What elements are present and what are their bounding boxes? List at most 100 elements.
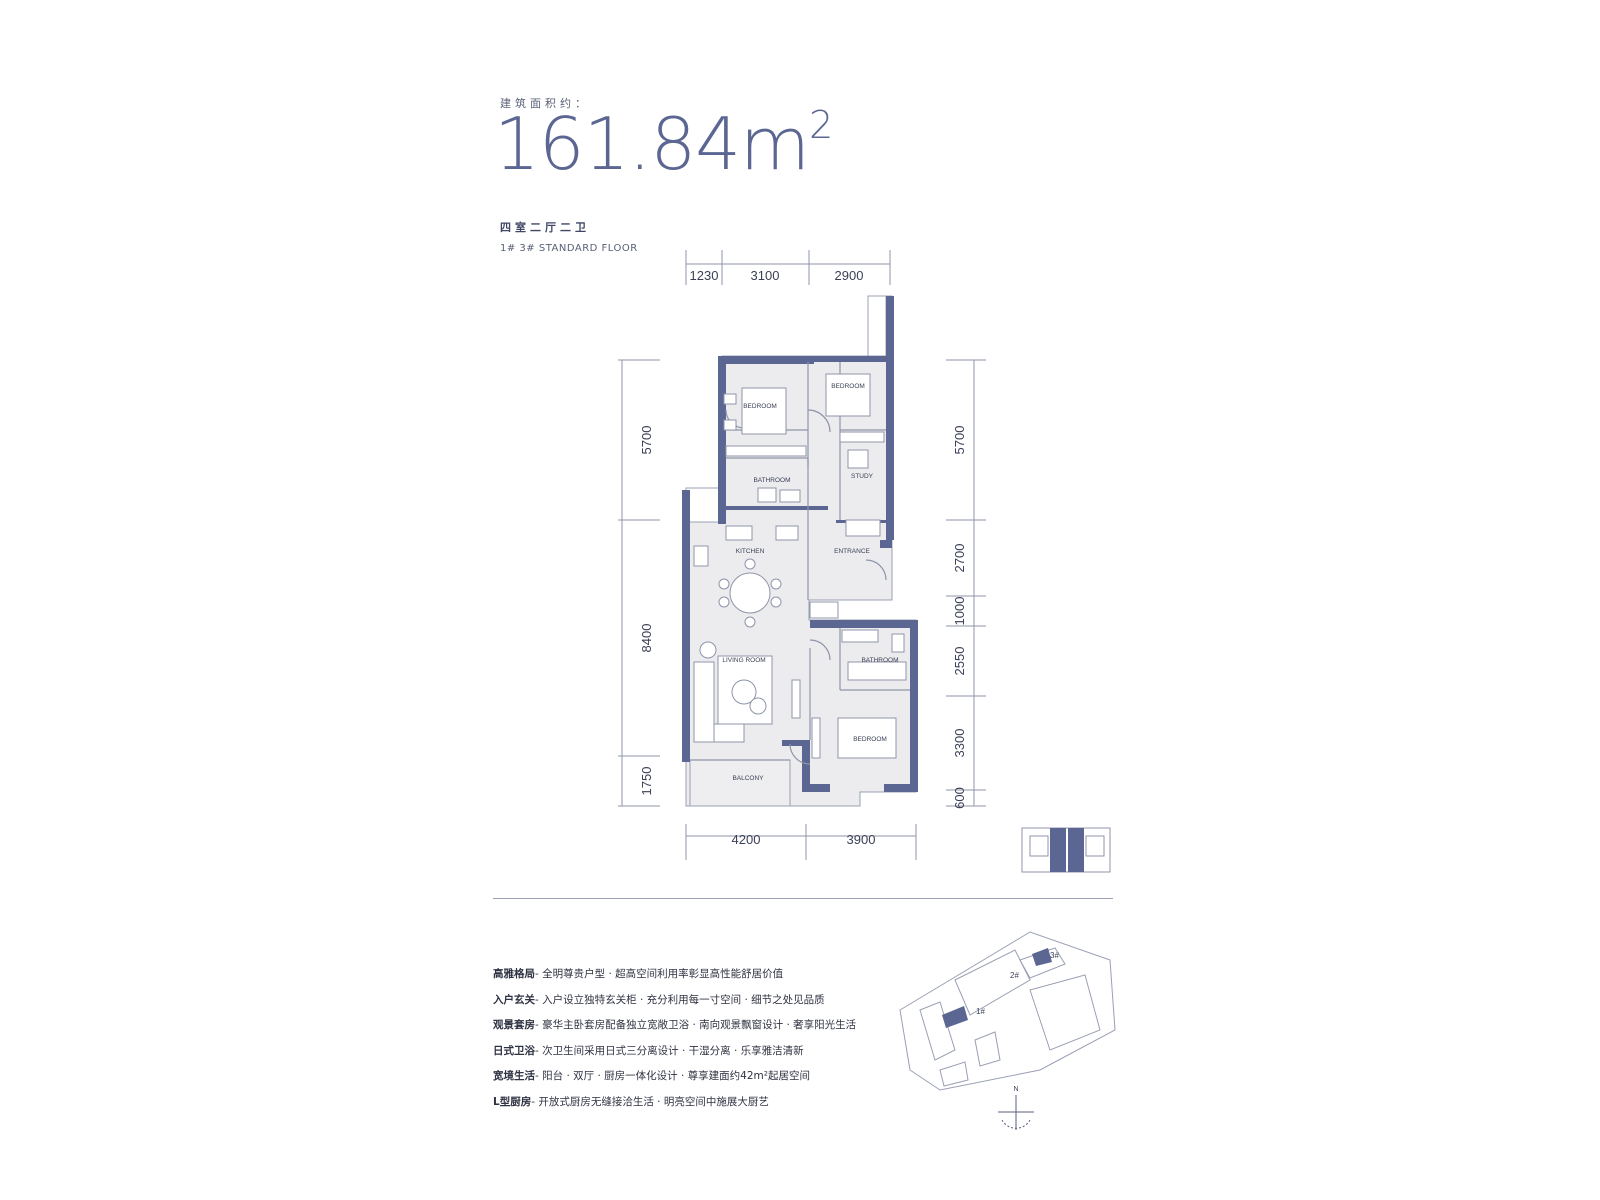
feature-name: L型厨房 — [493, 1095, 532, 1108]
feature-row: 观景套房- 豪华主卧套房配备独立宽敞卫浴 · 南向观景飘窗设计 · 奢享阳光生活 — [493, 1017, 913, 1043]
feature-text: - 全明尊贵户型 · 超高空间利用率彰显高性能舒居价值 — [535, 968, 784, 980]
layout-title: 四室二厅二卫 — [500, 221, 590, 234]
dim-top-1: 1230 — [690, 268, 719, 283]
toilet — [891, 633, 905, 653]
feature-text: - 阳台 · 双厅 · 厨房一体化设计 · 尊享建面约42m²起居空间 — [535, 1070, 810, 1082]
chair — [744, 616, 756, 628]
nightstand-1 — [723, 393, 737, 405]
wardrobe-nw — [725, 445, 807, 457]
key-plan — [1021, 827, 1111, 873]
chair — [744, 558, 756, 570]
dim-right-5: 3300 — [952, 729, 967, 758]
feature-row: 日式卫浴- 次卫生间采用日式三分离设计 · 干湿分离 · 乐享雅洁清新 — [493, 1043, 913, 1069]
bathtub — [847, 661, 907, 681]
compass-icon — [998, 1095, 1034, 1130]
feature-row: 入户玄关- 入户设立独特玄关柜 · 充分利用每一寸空间 · 细节之处见品质 — [493, 992, 913, 1018]
dim-left-3: 1750 — [639, 767, 654, 796]
dimension-labels: 1230 3100 2900 4200 3900 5700 8400 1750 … — [639, 268, 967, 847]
building-label-1: 1# — [976, 1007, 985, 1016]
dim-right-2: 2700 — [952, 544, 967, 573]
dimension-lines — [618, 250, 986, 860]
coffee-table — [731, 679, 757, 705]
feature-text: - 入户设立独特玄关柜 · 充分利用每一寸空间 · 细节之处见品质 — [535, 993, 825, 1006]
building-3 — [1032, 948, 1052, 966]
nightstand-2 — [723, 419, 737, 431]
feature-row: 高雅格局- 全明尊贵户型 · 超高空间利用率彰显高性能舒居价值 — [493, 966, 913, 992]
feature-text: - 开放式厨房无缝接洽生活 · 明亮空间中施展大厨艺 — [531, 1095, 769, 1108]
floor-title: 1# 3# STANDARD FLOOR — [500, 243, 638, 254]
feature-row: 宽境生活- 阳台 · 双厅 · 厨房一体化设计 · 尊享建面约42m²起居空间 — [493, 1068, 913, 1094]
study-desk — [847, 449, 869, 469]
toilet-n — [757, 487, 777, 503]
feature-name: 观景套房 — [493, 1019, 535, 1031]
room-bedroom-ne: BEDROOM — [831, 383, 865, 390]
dim-top-3: 2900 — [835, 268, 864, 283]
bed-s — [837, 717, 897, 759]
site-plan: 1# 2# 3# N — [899, 931, 1116, 1130]
sofa — [693, 661, 715, 743]
feature-list: 高雅格局- 全明尊贵户型 · 超高空间利用率彰显高性能舒居价值 入户玄关- 入户… — [493, 966, 913, 1119]
wardrobe-s — [811, 717, 821, 759]
building-label-3: 3# — [1050, 951, 1059, 960]
building-label-2: 2# — [1010, 971, 1019, 980]
dim-bottom-1: 4200 — [732, 832, 761, 847]
feature-name: 入户玄关 — [493, 993, 535, 1006]
feature-name: 宽境生活 — [493, 1070, 535, 1082]
feature-text: - 豪华主卧套房配备独立宽敞卫浴 · 南向观景飘窗设计 · 奢享阳光生活 — [535, 1019, 857, 1031]
site-buildings — [942, 948, 1052, 1028]
room-study: STUDY — [851, 473, 874, 480]
walls — [682, 296, 918, 792]
lamp — [699, 641, 717, 659]
dim-left-2: 8400 — [639, 624, 654, 653]
sofa-arm — [713, 723, 745, 743]
site-labels: 1# 2# 3# N — [976, 951, 1059, 1093]
chair — [718, 578, 730, 590]
sink — [775, 525, 799, 541]
tv-console — [791, 679, 801, 719]
area-number: 161.84m — [494, 102, 810, 186]
bed-nw — [741, 387, 787, 435]
dim-right-6: 600 — [952, 787, 967, 809]
room-balcony: BALCONY — [732, 775, 764, 782]
room-entrance: ENTRANCE — [834, 548, 870, 555]
room-bedroom-nw: BEDROOM — [743, 403, 777, 410]
stove — [725, 525, 753, 541]
vanity-n — [779, 489, 801, 503]
divider — [493, 898, 1113, 899]
feature-row: L型厨房- 开放式厨房无缝接洽生活 · 明亮空间中施展大厨艺 — [493, 1094, 913, 1120]
feature-name: 高雅格局 — [493, 968, 535, 980]
room-kitchen: KITCHEN — [736, 548, 765, 555]
feature-text: - 次卫生间采用日式三分离设计 · 干湿分离 · 乐享雅洁清新 — [535, 1044, 804, 1057]
dim-top-2: 3100 — [751, 268, 780, 283]
room-bathroom-s: BATHROOM — [861, 657, 898, 664]
vanity — [841, 629, 879, 643]
feature-name: 日式卫浴 — [493, 1044, 535, 1057]
wardrobe-ne — [839, 431, 885, 443]
chair — [718, 596, 730, 608]
dim-right-4: 2550 — [952, 647, 967, 676]
entrance-cabinet — [845, 519, 881, 537]
area-label: 建筑面积约： — [500, 97, 590, 110]
dim-right-1: 5700 — [952, 426, 967, 455]
site-outline — [899, 931, 1116, 1091]
area-unit: 2 — [809, 103, 833, 147]
washer — [693, 545, 709, 567]
chair — [770, 596, 782, 608]
dim-right-3: 1000 — [952, 597, 967, 626]
room-bedroom-s: BEDROOM — [853, 736, 887, 743]
side-table — [749, 697, 767, 715]
dim-left-1: 5700 — [639, 426, 654, 455]
dining-table — [729, 572, 771, 614]
north-label: N — [1013, 1086, 1018, 1093]
building-1 — [942, 1006, 968, 1028]
room-living: LIVING ROOM — [722, 657, 765, 664]
area-value: 161.84m2 — [494, 106, 833, 180]
room-bathroom-n: BATHROOM — [753, 477, 790, 484]
chair — [770, 578, 782, 590]
closet — [809, 601, 839, 619]
room-labels: BEDROOM BEDROOM BATHROOM STUDY KITCHEN E… — [722, 383, 898, 782]
furniture — [693, 373, 907, 759]
dim-bottom-2: 3900 — [847, 832, 876, 847]
bed-ne — [825, 373, 871, 417]
